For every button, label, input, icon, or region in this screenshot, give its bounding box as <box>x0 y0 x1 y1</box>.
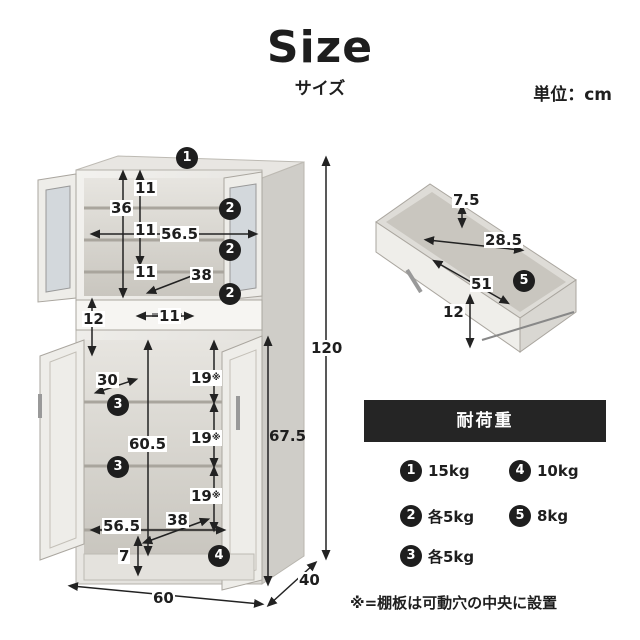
unit-label: 単位：cm <box>533 85 612 105</box>
footnote: ※=棚板は可動穴の中央に設置 <box>350 594 558 612</box>
dim-lower-gap-1: 19※ <box>190 369 222 387</box>
dim-drawer-width: 11 <box>158 307 181 325</box>
dim-drawer-inner-height: 7.5 <box>452 191 481 209</box>
lower-right-door <box>221 335 263 591</box>
dim-door-height: 67.5 <box>269 427 307 445</box>
load-badge: 5 <box>509 505 531 527</box>
shelf-badge-3b: 3 <box>107 456 129 478</box>
upper-right-door <box>223 171 263 301</box>
load-badge: 4 <box>509 460 531 482</box>
page-subtitle: サイズ <box>294 79 346 99</box>
load-value: 8kg <box>537 507 569 525</box>
load-row-5: 5 8kg <box>509 505 568 527</box>
dim-lower-gap-2: 19※ <box>190 429 222 447</box>
base-badge-4: 4 <box>208 545 230 567</box>
dim-inner-width: 56.5 <box>160 225 200 243</box>
load-value: 10kg <box>537 462 579 480</box>
shelf-badge-1: 1 <box>176 147 198 169</box>
dim-lower-depth: 38 <box>166 511 189 529</box>
dim-upper-height: 36 <box>110 199 133 217</box>
dim-drawer-height: 12 <box>82 310 105 328</box>
dim-drawer-inner-width: 28.5 <box>484 231 524 249</box>
dim-lower-gap-3: 19※ <box>190 487 222 505</box>
load-row-3: 3 各5kg <box>400 545 474 567</box>
dim-inner-depth: 38 <box>190 266 213 284</box>
dim-top-shelf-3: 11 <box>134 263 157 281</box>
lower-left-door <box>38 339 85 561</box>
dim-total-height: 120 <box>310 339 344 357</box>
dim-lower-inner-width: 56.5 <box>102 517 142 535</box>
shelf-badge-2b: 2 <box>219 239 241 261</box>
shelf-badge-3a: 3 <box>107 394 129 416</box>
dim-lower-inner-height: 60.5 <box>128 435 168 453</box>
dim-width: 60 <box>152 589 175 607</box>
load-badge: 3 <box>400 545 422 567</box>
drawer-badge-5: 5 <box>513 270 535 292</box>
load-badge: 1 <box>400 460 422 482</box>
load-value: 15kg <box>428 462 470 480</box>
dim-top-shelf-2: 11 <box>134 221 157 239</box>
upper-left-door <box>37 173 77 303</box>
shelf-badge-2c: 2 <box>219 283 241 305</box>
dim-base-height: 7 <box>118 547 131 565</box>
load-row-1: 1 15kg <box>400 460 470 482</box>
load-value: 各5kg <box>428 547 475 566</box>
load-capacity-header: 耐荷重 <box>364 400 606 442</box>
dim-depth: 40 <box>298 571 321 589</box>
dim-drawer-front-height: 12 <box>442 303 465 321</box>
load-value: 各5kg <box>428 507 475 526</box>
dim-drawer-inner-depth: 51 <box>470 275 493 293</box>
load-badge: 2 <box>400 505 422 527</box>
page-title: Size <box>266 22 374 73</box>
shelf-badge-2a: 2 <box>219 198 241 220</box>
dim-top-shelf-1: 11 <box>134 179 157 197</box>
load-row-2: 2 各5kg <box>400 505 474 527</box>
drawer-illustration <box>375 183 577 353</box>
dim-lower-shelf-depth: 30 <box>96 371 119 389</box>
load-row-4: 4 10kg <box>509 460 579 482</box>
